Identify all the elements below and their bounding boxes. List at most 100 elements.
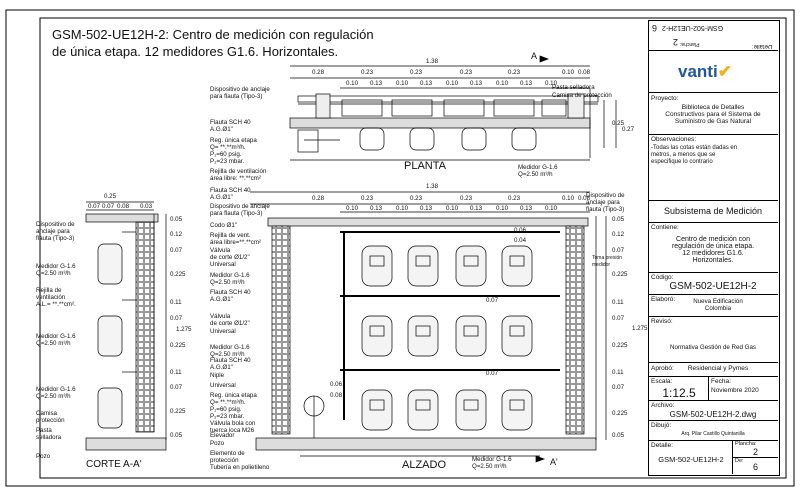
dim-overall-elev: 1.38 bbox=[426, 183, 439, 190]
dim-elev-0225a: 0.225 bbox=[612, 271, 628, 278]
title-block bbox=[648, 20, 780, 476]
label-section-pasta: Pasta selladora bbox=[36, 427, 62, 441]
label-flauta-elev: Flauta SCH 40 A.G.Ø1" bbox=[210, 187, 251, 201]
dim-elev-013c: 0.13 bbox=[470, 205, 483, 212]
dim-plan-010: 0.10 bbox=[562, 69, 575, 76]
dim-plan-013b: 0.13 bbox=[420, 80, 433, 87]
dim-plan-010d: 0.10 bbox=[446, 80, 459, 87]
elaboro-value: Nueva Edificación Colombia bbox=[693, 298, 743, 312]
dim-elev-010c: 0.10 bbox=[396, 205, 409, 212]
label-section-rejilla: Rejilla de ventilación A.L.= **.**cm². bbox=[36, 287, 76, 308]
dim-section-007d: 0.07 bbox=[170, 315, 183, 322]
dim-plan-010b: 0.10 bbox=[346, 80, 359, 87]
of-label: De: bbox=[735, 458, 744, 464]
inner-frame bbox=[39, 17, 787, 479]
dim-elev-023a: 0.23 bbox=[361, 195, 374, 202]
label-regulacion-elev: Reg. única etapa Q= **.**m³/h. P₁=60 psi… bbox=[210, 392, 257, 420]
dim-plan-013c: 0.13 bbox=[470, 80, 483, 87]
contents-label: Contiene: bbox=[651, 224, 679, 231]
drawing-title: GSM-502-UE12H-2: Centro de medición con … bbox=[52, 27, 374, 59]
aprobo-label: Aprobó: bbox=[651, 365, 674, 372]
title-block-top-de: 6 bbox=[652, 23, 658, 33]
dim-overall-plan: 1.38 bbox=[426, 58, 439, 65]
drawn-by-value: Arq. Pilar Castillo Quintanilla bbox=[681, 431, 745, 437]
dim-elev-013a: 0.13 bbox=[370, 205, 383, 212]
label-rejilla-plan: Rejilla de ventilación área libre: **.**… bbox=[210, 168, 267, 182]
plan-view bbox=[289, 55, 617, 161]
dim-elev-012: 0.12 bbox=[612, 231, 625, 238]
sheet-label: Plancha: bbox=[735, 441, 757, 447]
view-title-corte: CORTE A-A' bbox=[86, 459, 142, 470]
dim-elev-006b: 0.06 bbox=[330, 381, 343, 388]
dim-plan-023c: 0.23 bbox=[460, 69, 473, 76]
label-niple: Niple bbox=[210, 372, 225, 379]
dim-section-007c: 0.07 bbox=[170, 247, 183, 254]
contents-value: Centro de medición con regulación de úni… bbox=[671, 236, 755, 264]
outer-frame bbox=[5, 9, 795, 487]
label-elemento: Elemento de protección bbox=[210, 450, 245, 464]
view-title-planta: PLANTA bbox=[404, 160, 446, 172]
dim-plan-013a: 0.13 bbox=[370, 80, 383, 87]
label-pozo-elev: Pozo bbox=[210, 440, 225, 447]
scale-label: Escala: bbox=[651, 378, 673, 385]
drawn-by-label: Dibujó: bbox=[651, 422, 672, 429]
project-label: Proyecto: bbox=[651, 95, 679, 102]
dim-section-007e: 0.07 bbox=[170, 384, 183, 391]
dim-elev-023b: 0.23 bbox=[410, 195, 423, 202]
dim-elev-007c: 0.07 bbox=[612, 384, 625, 391]
section-view bbox=[85, 201, 167, 451]
dim-section-011a: 0.11 bbox=[170, 299, 182, 306]
dim-elev-011b: 0.11 bbox=[612, 369, 624, 376]
label-flauta-elev3: Flauta SCH 40 A.G.Ø1" bbox=[210, 357, 251, 371]
company-logo: vanti✔ bbox=[678, 62, 732, 81]
logo-check-icon: ✔ bbox=[717, 62, 732, 81]
dim-plan-010e: 0.10 bbox=[496, 80, 509, 87]
dim-plan-010f: 0.10 bbox=[545, 80, 558, 87]
label-section-pozo: Pozo bbox=[36, 453, 51, 460]
label-universal: Universal bbox=[210, 261, 236, 268]
section-mark-a: A bbox=[531, 51, 538, 61]
dim-section-003: 0.03 bbox=[140, 203, 153, 210]
label-medidor-bottom: Medidor G-1.6 Q=2.50 m³/h bbox=[472, 456, 512, 470]
label-section-camisa: Camisa protección bbox=[36, 410, 65, 424]
dim-elev-023d: 0.23 bbox=[508, 195, 521, 202]
sheet-value: 2 bbox=[752, 447, 758, 457]
elevation-view bbox=[250, 191, 607, 463]
dim-section-005a: 0.05 bbox=[170, 216, 183, 223]
label-elevador: Elevador bbox=[210, 432, 235, 439]
dim-elev-0225c: 0.225 bbox=[612, 410, 628, 417]
date-value: Noviembre 2020 bbox=[711, 387, 759, 394]
dim-elev-010f: 0.10 bbox=[545, 205, 558, 212]
title-block-top-detalle-label: Detalle: bbox=[752, 43, 773, 49]
date-label: Fecha: bbox=[711, 378, 731, 385]
dim-section-0225a: 0.225 bbox=[170, 271, 186, 278]
dim-elev-005a: 0.05 bbox=[612, 216, 625, 223]
label-medidor-b: Medidor G-1.6 Q=2.50 m³/h bbox=[210, 344, 250, 358]
dim-plan-010c: 0.10 bbox=[396, 80, 409, 87]
dim-section-0225b: 0.225 bbox=[170, 342, 186, 349]
dim-elev-007a: 0.07 bbox=[612, 247, 625, 254]
dim-elev-007e: 0.07 bbox=[486, 370, 499, 377]
dim-elev-010b: 0.10 bbox=[346, 205, 359, 212]
dim-elev-004: 0.04 bbox=[514, 237, 527, 244]
dim-plan-023a: 0.23 bbox=[361, 69, 374, 76]
label-pasta-plan: Pasta selladora bbox=[552, 84, 595, 91]
dim-elev-011a: 0.11 bbox=[612, 299, 624, 306]
dim-elev-013b: 0.13 bbox=[420, 205, 433, 212]
label-section-anclaje: Dispositivo de anclaje para flauta (Tipo… bbox=[36, 221, 75, 242]
dim-elev-007b: 0.07 bbox=[612, 315, 625, 322]
dim-elev-008b: 0.08 bbox=[330, 392, 343, 399]
label-tuberia: Tubería en polietileno bbox=[210, 464, 270, 471]
section-mark-a-prime: A' bbox=[550, 457, 558, 467]
dim-section-025: 0.25 bbox=[104, 193, 117, 200]
label-section-medidor2: Medidor G-1.6 Q=2.50 m³/h bbox=[36, 333, 76, 347]
dim-section-011b: 0.11 bbox=[170, 369, 182, 376]
label-valvula2: Válvula de corte Ø1/2" bbox=[210, 313, 250, 327]
dim-elev-005b: 0.05 bbox=[612, 432, 625, 439]
label-section-medidor3: Medidor G-1.6 Q=2.50 m³/h bbox=[36, 386, 76, 400]
dim-plan-023b: 0.23 bbox=[410, 69, 423, 76]
code-value: GSM-502-UE12H-2 bbox=[669, 281, 757, 292]
dim-elev-0225b: 0.225 bbox=[612, 342, 628, 349]
title-block-top-plancha-label: Plancha: bbox=[680, 41, 700, 47]
